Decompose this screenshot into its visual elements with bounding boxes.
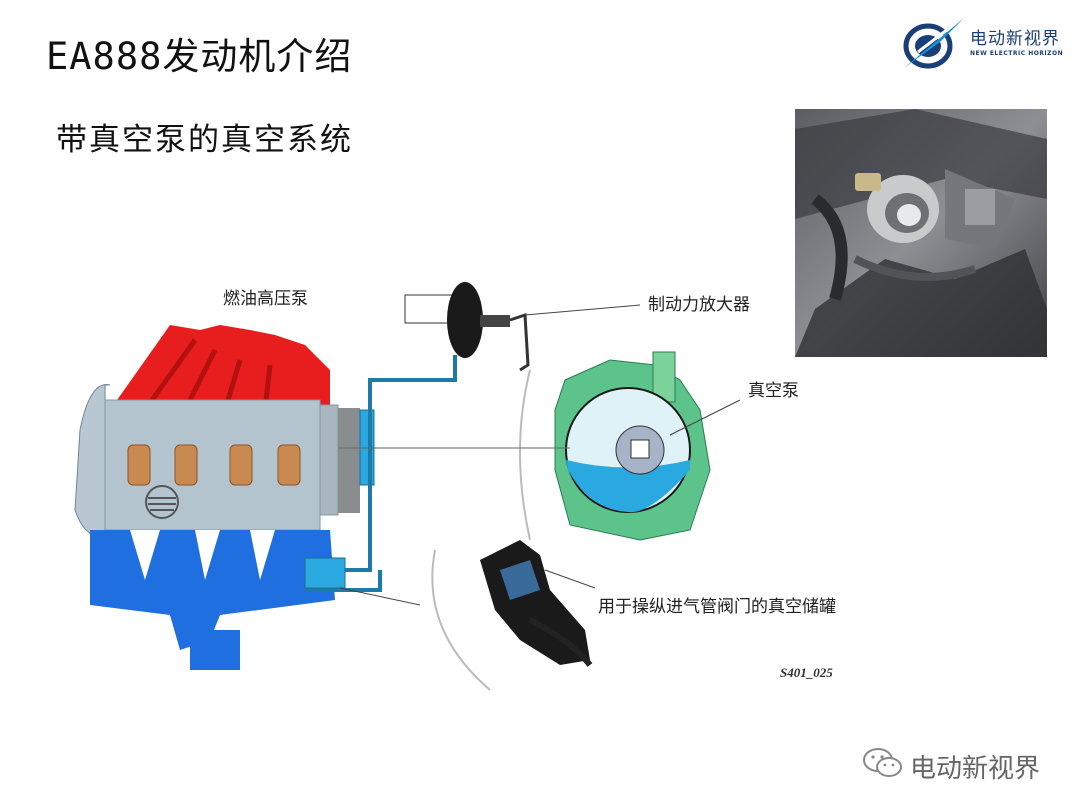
slide-title: EA888发动机介绍 [46, 35, 353, 78]
wechat-icon [863, 748, 902, 777]
logo-name-cn: 电动新视界 [970, 29, 1060, 49]
engine-photo [795, 109, 1047, 357]
brake-booster [404, 282, 530, 372]
vacuum-pump [519, 351, 711, 541]
brand-logo-icon [903, 18, 964, 69]
watermark-text: 电动新视界 [910, 754, 1041, 784]
watermark: 电动新视界 [862, 746, 1040, 786]
slide-subtitle: 带真空泵的真空系统 [56, 122, 353, 158]
label-vacuum-pump: 真空泵 [748, 381, 799, 401]
brand-logo: 电动新视界 NEW ELECTRIC HORIZON [900, 12, 1070, 72]
label-brake-booster: 制动力放大器 [648, 295, 750, 315]
label-vacuum-reservoir: 用于操纵进气管阀门的真空储罐 [598, 597, 836, 617]
figure-code: S401_025 [780, 665, 833, 680]
vacuum-reservoir [431, 540, 593, 691]
vacuum-system-diagram [74, 282, 741, 691]
logo-name-en: NEW ELECTRIC HORIZON [970, 50, 1064, 57]
engine-block [74, 325, 375, 670]
label-fuel-pump: 燃油高压泵 [223, 289, 308, 309]
